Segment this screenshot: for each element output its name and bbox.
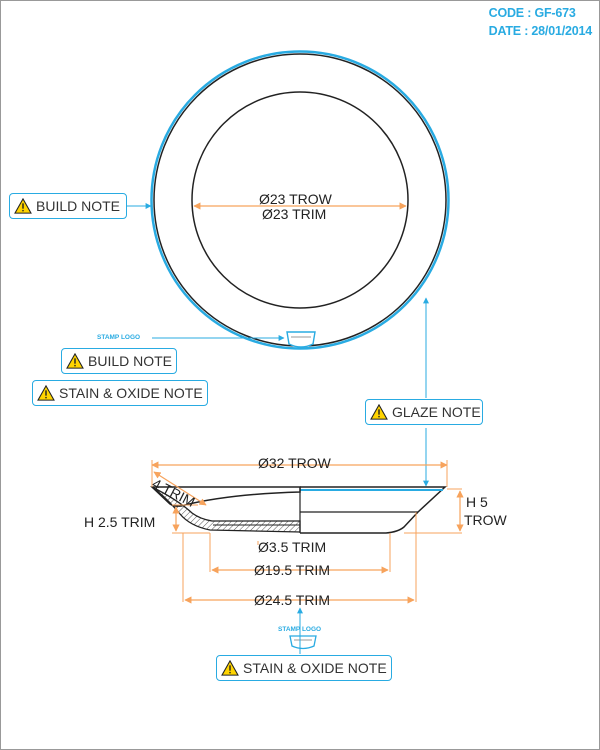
height-trow-label-2: TROW bbox=[464, 512, 507, 528]
stamp-logo-label: STAMP LOGO bbox=[97, 334, 141, 341]
build-note-1[interactable]: BUILD NOTE bbox=[9, 193, 127, 219]
height-trow-label-1: H 5 bbox=[466, 494, 488, 510]
section-view bbox=[150, 460, 464, 604]
stamp-logo-icon bbox=[286, 331, 316, 348]
note-label: BUILD NOTE bbox=[36, 198, 121, 214]
stain-oxide-note-1[interactable]: STAIN & OXIDE NOTE bbox=[32, 380, 208, 406]
stamp-logo-icon-bottom bbox=[289, 635, 317, 650]
plate-inner-well bbox=[191, 91, 409, 309]
top-view bbox=[126, 50, 450, 350]
overall-diameter-label: Ø32 TROW bbox=[258, 455, 331, 471]
note-label: GLAZE NOTE bbox=[392, 404, 481, 420]
note-label: STAIN & OXIDE NOTE bbox=[243, 660, 387, 676]
build-note-2[interactable]: BUILD NOTE bbox=[61, 348, 177, 374]
stain-oxide-note-2[interactable]: STAIN & OXIDE NOTE bbox=[216, 655, 392, 681]
rim-trim-dimension-line bbox=[153, 471, 207, 506]
warning-icon bbox=[37, 385, 55, 401]
section-right-profile bbox=[300, 486, 447, 534]
inner-dim-label-2: Ø23 TRIM bbox=[262, 206, 327, 222]
warning-icon bbox=[221, 660, 239, 676]
note-label: STAIN & OXIDE NOTE bbox=[59, 385, 203, 401]
glaze-note[interactable]: GLAZE NOTE bbox=[365, 399, 483, 425]
date-text: DATE : 28/01/2014 bbox=[488, 24, 593, 38]
warning-icon bbox=[66, 353, 84, 369]
note-label: BUILD NOTE bbox=[88, 353, 173, 369]
foot-dim-label: Ø3.5 TRIM bbox=[258, 539, 327, 555]
height-trim-label: H 2.5 TRIM bbox=[84, 514, 156, 530]
section-left-cut bbox=[151, 486, 301, 533]
warning-icon bbox=[370, 404, 388, 420]
code-text: CODE : GF-673 bbox=[488, 6, 576, 20]
base-dim-label: Ø19.5 TRIM bbox=[254, 562, 330, 578]
drawing-header: CODE : GF-673 DATE : 28/01/2014 bbox=[488, 4, 593, 40]
trim-dim-label: Ø24.5 TRIM bbox=[254, 592, 330, 608]
warning-icon bbox=[14, 198, 32, 214]
glaze-rim-outline bbox=[150, 50, 450, 350]
bottom-stamp-label: STAMP LOGO bbox=[278, 626, 322, 633]
inner-dim-label-1: Ø23 TROW bbox=[259, 191, 332, 207]
